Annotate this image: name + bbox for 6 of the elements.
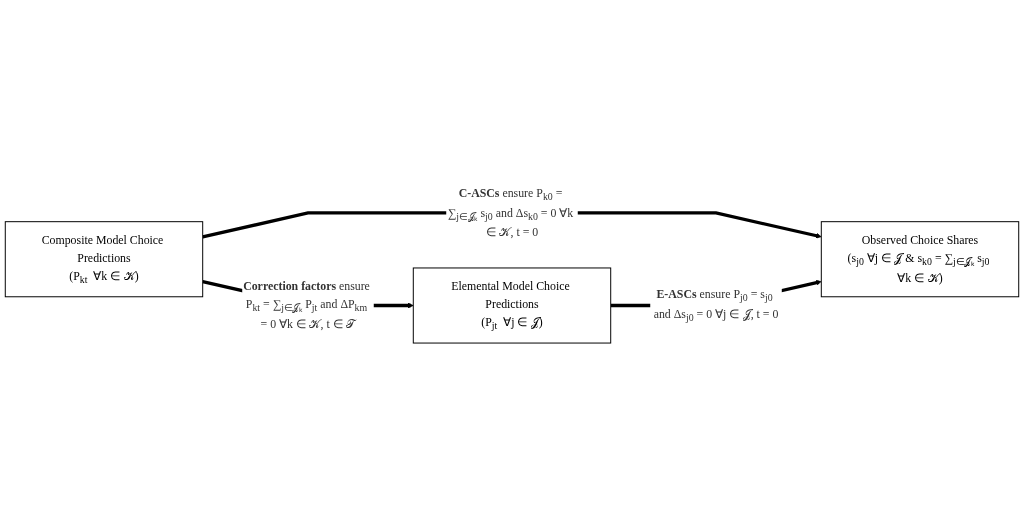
node-box: Observed Choice Shares (s$_{j0}$ ∀j ∈ 𝒥 & s$_{k0}$ = ∑$_{j∈𝒥ₖ}$ s$_{j0}$ ∀k ∈ 𝒦)	[820, 221, 1020, 298]
edge-label: C-ASCs ensure P$_{k0}$ = ∑$_{j∈𝒥ₖ}$ s$_{j0}$ and Δs$_{k0}$ = 0 ∀k ∈ 𝒦, t = 0	[447, 186, 574, 239]
node-box: Composite Model Choice Predictions (P$_{kt}$ ∀k ∈ 𝒦)	[4, 221, 204, 298]
edge-label: Correction factors ensure P$_{kt}$ = ∑$_{j∈𝒥ₖ}$ P$_{jt}$ and ΔP$_{km}$ = 0 ∀k ∈ 𝒦, t ∈ 𝒯	[243, 279, 370, 331]
edge-label: E-ASCs ensure P$_{j0}$ = s$_{j0}$ and Δs$_{j0}$ = 0 ∀j ∈ 𝒥, t = 0	[653, 287, 779, 323]
node-box: Elemental Model Choice Predictions (P$_{jt}$ ∀j ∈ 𝒥)	[412, 267, 612, 344]
